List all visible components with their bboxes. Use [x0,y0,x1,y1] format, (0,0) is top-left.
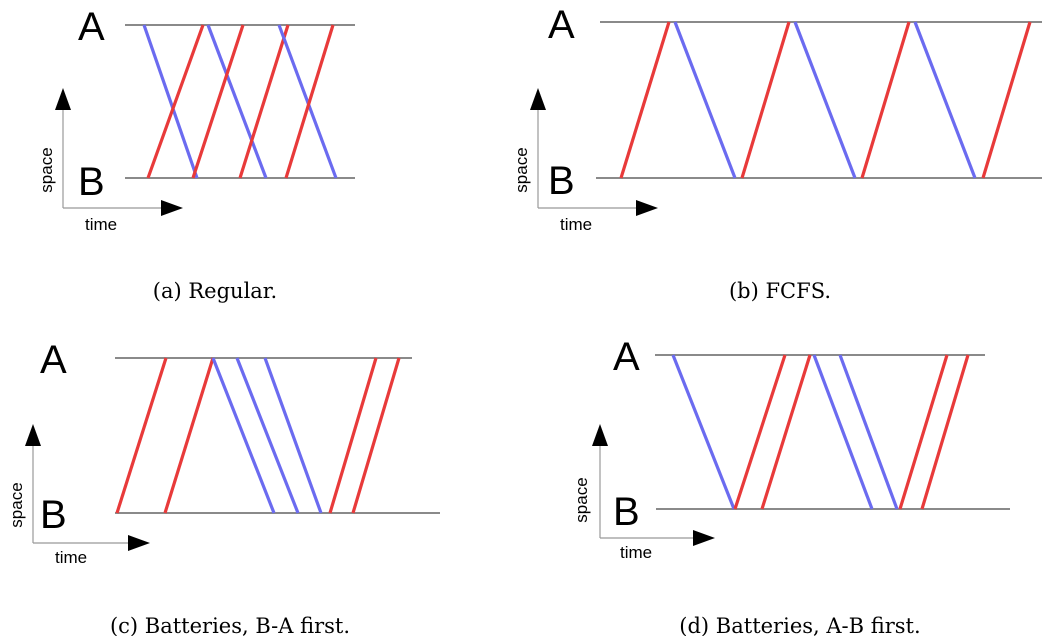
time-axis-label: time [620,543,652,562]
space-arrow-icon [592,424,608,446]
train-b-to-a-line [351,357,401,514]
train-b-to-a-line [733,354,787,510]
space-arrow-icon [530,88,546,110]
station-b-label: B [78,160,105,204]
time-arrow-icon [636,200,658,216]
train-a-to-b-line [671,354,736,510]
train-b-to-a-line [619,21,671,179]
train-b-to-a-line [740,21,791,179]
space-axis-label: space [37,147,56,192]
space-axis-label: space [512,147,531,192]
time-axis-label: time [55,548,87,567]
train-a-to-b-line [812,354,874,510]
time-arrow-icon [161,200,183,216]
train-a-to-b-line [673,21,737,179]
train-a-to-b-line [793,21,857,179]
time-arrow-icon [693,530,715,546]
train-b-to-a-line [115,357,168,514]
space-arrow-icon [55,88,71,110]
train-a-to-b-line [838,354,899,510]
space-axis-label: space [572,477,591,522]
train-b-to-a-line [898,354,949,510]
panel-caption: (b) FCFS. [729,279,831,303]
time-axis-label: time [85,215,117,234]
station-a-label: A [613,335,640,379]
train-b-to-a-line [328,357,378,514]
train-a-to-b-line [206,24,268,179]
station-a-label: A [78,5,105,49]
train-b-to-a-line [163,357,215,514]
panel-caption: (a) Regular. [153,279,277,303]
panel-caption: (c) Batteries, B-A first. [110,614,350,636]
space-axis-label: space [7,482,26,527]
train-b-to-a-line [146,24,205,179]
train-a-to-b-line [913,21,977,179]
station-b-label: B [548,159,575,203]
train-a-to-b-line [142,24,199,179]
train-b-to-a-line [191,24,245,179]
train-a-to-b-line [263,357,323,514]
train-a-to-b-line [235,357,300,514]
time-arrow-icon [128,535,150,551]
station-a-label: A [548,3,575,47]
train-b-to-a-line [284,24,335,179]
station-b-label: B [613,490,640,534]
train-b-to-a-line [920,354,970,510]
station-b-label: B [40,493,67,537]
train-b-to-a-line [860,21,911,179]
train-a-to-b-line [277,24,338,179]
space-arrow-icon [25,424,41,446]
station-a-label: A [40,338,67,382]
train-b-to-a-line [981,21,1032,179]
train-b-to-a-line [238,24,290,179]
panel-caption: (d) Batteries, A-B first. [679,614,920,636]
train-b-to-a-line [760,354,812,510]
time-axis-label: time [560,215,592,234]
train-a-to-b-line [211,357,276,514]
